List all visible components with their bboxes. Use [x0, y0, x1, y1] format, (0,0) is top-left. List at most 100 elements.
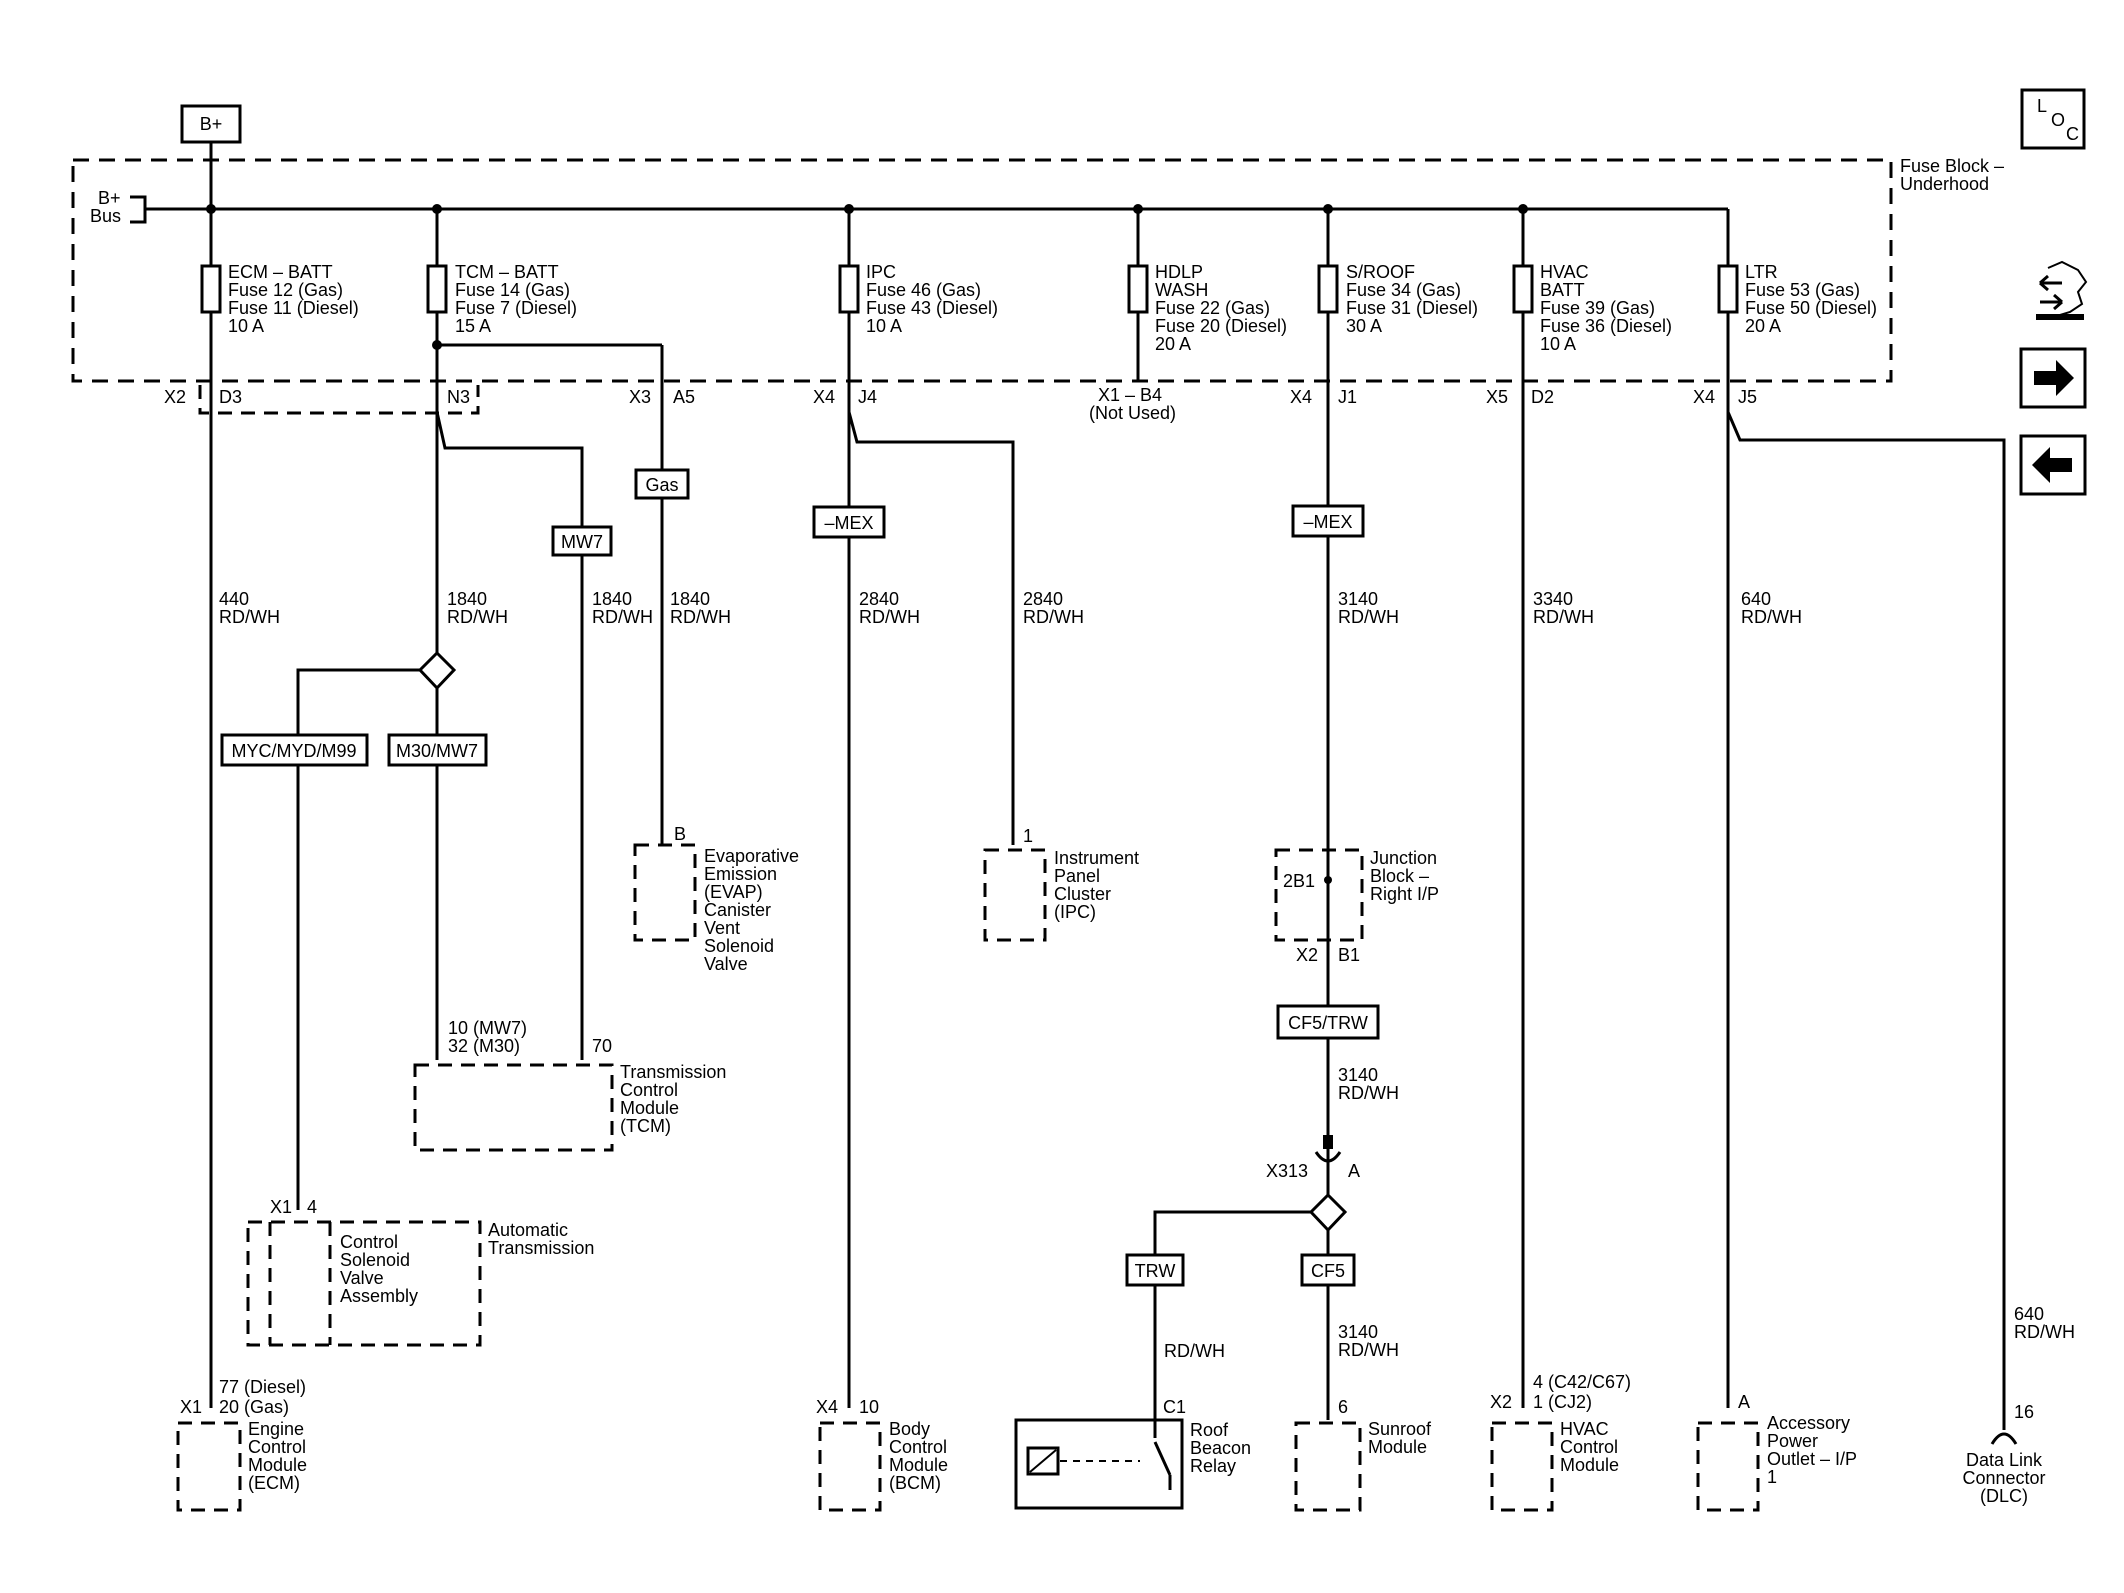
- svg-text:10 A: 10 A: [1540, 334, 1576, 354]
- fuse-block-title-2: Underhood: [1900, 174, 1989, 194]
- svg-text:1840: 1840: [447, 589, 487, 609]
- option-myc: [220, 733, 369, 767]
- svg-text:30 A: 30 A: [1346, 316, 1382, 336]
- svg-text:RD/WH: RD/WH: [219, 607, 280, 627]
- fuse-ecm-batt: ECM – BATT Fuse 12 (Gas) Fuse 11 (Diesel…: [228, 262, 359, 336]
- svg-text:RD/WH: RD/WH: [1164, 1341, 1225, 1361]
- bus-label: B+: [98, 188, 121, 208]
- automatic-transmission: X1 4 Control Solenoid Valve Assembly Aut…: [246, 1197, 594, 1347]
- instrument-panel-cluster: 1 Instrument Panel Cluster (IPC): [983, 826, 1139, 942]
- svg-text:Fuse 7 (Diesel): Fuse 7 (Diesel): [455, 298, 577, 318]
- svg-text:D2: D2: [1531, 387, 1554, 407]
- svg-text:Evaporative: Evaporative: [704, 846, 799, 866]
- option-mex-1: [812, 505, 886, 539]
- svg-text:Transmission: Transmission: [488, 1238, 594, 1258]
- svg-text:Beacon: Beacon: [1190, 1438, 1251, 1458]
- svg-text:S/ROOF: S/ROOF: [1346, 262, 1415, 282]
- svg-text:X1: X1: [270, 1197, 292, 1217]
- option-m30: [387, 733, 488, 767]
- fuse-ipc: IPC Fuse 46 (Gas) Fuse 43 (Diesel) 10 A: [866, 262, 998, 336]
- svg-text:(TCM): (TCM): [620, 1116, 671, 1136]
- svg-text:20 (Gas): 20 (Gas): [219, 1397, 289, 1417]
- svg-text:Junction: Junction: [1370, 848, 1437, 868]
- svg-text:(DLC): (DLC): [1980, 1486, 2028, 1506]
- svg-text:RD/WH: RD/WH: [859, 607, 920, 627]
- transmission-control-module: 10 (MW7) 32 (M30) 70 Transmission Contro…: [413, 1018, 726, 1152]
- svg-text:Automatic: Automatic: [488, 1220, 568, 1240]
- svg-text:1 (CJ2): 1 (CJ2): [1533, 1392, 1592, 1412]
- svg-text:Solenoid: Solenoid: [340, 1250, 410, 1270]
- svg-text:Fuse 46 (Gas): Fuse 46 (Gas): [866, 280, 981, 300]
- svg-text:X4: X4: [1693, 387, 1715, 407]
- svg-text:Block –: Block –: [1370, 866, 1429, 886]
- svg-text:4 (C42/C67): 4 (C42/C67): [1533, 1372, 1631, 1392]
- hvac-control-module: 4 (C42/C67) 1 (CJ2) X2 HVAC Control Modu…: [1490, 1372, 1631, 1512]
- svg-text:MYC/MYD/M99: MYC/MYD/M99: [231, 741, 356, 761]
- svg-text:–MEX: –MEX: [1303, 512, 1352, 532]
- svg-text:X2: X2: [164, 387, 186, 407]
- loc-icon[interactable]: L O C: [2020, 88, 2086, 150]
- roof-beacon-relay: C1 Roof Beacon Relay: [1014, 1397, 1251, 1510]
- svg-text:TRW: TRW: [1135, 1261, 1176, 1281]
- sunroof-module: 6 Sunroof Module: [1294, 1397, 1432, 1512]
- fuse-hdlp-wash: HDLP WASH Fuse 22 (Gas) Fuse 20 (Diesel)…: [1155, 262, 1287, 354]
- svg-text:Transmission: Transmission: [620, 1062, 726, 1082]
- svg-text:Fuse 14 (Gas): Fuse 14 (Gas): [455, 280, 570, 300]
- fuse-sroof: S/ROOF Fuse 34 (Gas) Fuse 31 (Diesel) 30…: [1346, 262, 1478, 336]
- svg-text:Body: Body: [889, 1419, 930, 1439]
- connector-icon[interactable]: [2036, 260, 2088, 320]
- svg-text:A5: A5: [673, 387, 695, 407]
- svg-text:RD/WH: RD/WH: [2014, 1322, 2075, 1342]
- svg-text:10 A: 10 A: [866, 316, 902, 336]
- fuse-tcm-batt: TCM – BATT Fuse 14 (Gas) Fuse 7 (Diesel)…: [455, 262, 577, 336]
- svg-text:640: 640: [2014, 1304, 2044, 1324]
- svg-text:20 A: 20 A: [1745, 316, 1781, 336]
- svg-text:D3: D3: [219, 387, 242, 407]
- svg-text:HVAC: HVAC: [1540, 262, 1589, 282]
- svg-text:(BCM): (BCM): [889, 1473, 941, 1493]
- svg-text:Canister: Canister: [704, 900, 771, 920]
- fuse-block-boundary: [71, 158, 1893, 383]
- svg-text:L: L: [2037, 96, 2047, 116]
- svg-text:Emission: Emission: [704, 864, 777, 884]
- svg-text:Fuse 50 (Diesel): Fuse 50 (Diesel): [1745, 298, 1877, 318]
- svg-text:15 A: 15 A: [455, 316, 491, 336]
- svg-text:Valve: Valve: [340, 1268, 384, 1288]
- svg-text:3140: 3140: [1338, 1065, 1378, 1085]
- svg-text:RD/WH: RD/WH: [447, 607, 508, 627]
- svg-text:4: 4: [307, 1197, 317, 1217]
- svg-text:RD/WH: RD/WH: [592, 607, 653, 627]
- svg-text:Gas: Gas: [645, 475, 678, 495]
- svg-text:Fuse 39 (Gas): Fuse 39 (Gas): [1540, 298, 1655, 318]
- svg-text:10 (MW7): 10 (MW7): [448, 1018, 527, 1038]
- svg-text:16: 16: [2014, 1402, 2034, 1422]
- svg-text:Control: Control: [889, 1437, 947, 1457]
- accessory-power-outlet: A Accessory Power Outlet – I/P 1: [1696, 1392, 1857, 1512]
- svg-text:Fuse 43 (Diesel): Fuse 43 (Diesel): [866, 298, 998, 318]
- svg-text:N3: N3: [447, 387, 470, 407]
- svg-text:Outlet – I/P: Outlet – I/P: [1767, 1449, 1857, 1469]
- svg-text:(ECM): (ECM): [248, 1473, 300, 1493]
- svg-text:32 (M30): 32 (M30): [448, 1036, 520, 1056]
- svg-text:RD/WH: RD/WH: [1533, 607, 1594, 627]
- option-cf5: [1300, 1253, 1356, 1287]
- svg-text:1: 1: [1023, 826, 1033, 846]
- fuse-block-title: Fuse Block –: [1900, 156, 2004, 176]
- svg-text:Fuse 31 (Diesel): Fuse 31 (Diesel): [1346, 298, 1478, 318]
- arrow-right-icon[interactable]: [2019, 347, 2087, 409]
- svg-text:2840: 2840: [859, 589, 899, 609]
- arrow-left-icon[interactable]: [2019, 434, 2087, 496]
- svg-text:3140: 3140: [1338, 589, 1378, 609]
- fuse-ltr: LTR Fuse 53 (Gas) Fuse 50 (Diesel) 20 A: [1745, 262, 1877, 336]
- fuse-hvac-batt: HVAC BATT Fuse 39 (Gas) Fuse 36 (Diesel)…: [1540, 262, 1672, 354]
- svg-text:B1: B1: [1338, 945, 1360, 965]
- svg-text:M30/MW7: M30/MW7: [396, 741, 478, 761]
- svg-text:Engine: Engine: [248, 1419, 304, 1439]
- svg-text:Power: Power: [1767, 1431, 1818, 1451]
- svg-text:Connector: Connector: [1962, 1468, 2045, 1488]
- circuit-labels: 440 RD/WH 1840 RD/WH 1840 RD/WH 1840 RD/…: [219, 589, 2075, 1361]
- svg-text:X313: X313: [1266, 1161, 1308, 1181]
- fuse-symbols: [200, 264, 1739, 314]
- svg-text:70: 70: [592, 1036, 612, 1056]
